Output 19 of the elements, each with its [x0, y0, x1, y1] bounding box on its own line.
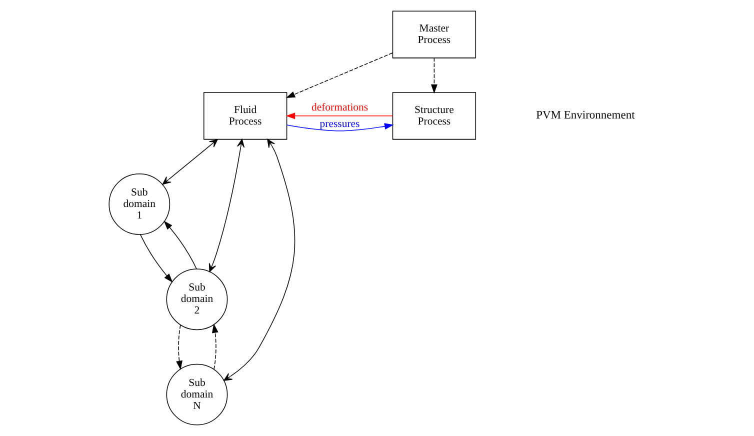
arrow	[286, 52, 393, 98]
node-circle: Sub domain N	[166, 364, 228, 426]
node-box: Structure Process	[392, 92, 476, 140]
arrow	[224, 138, 296, 381]
label: PVM Environnement	[536, 110, 635, 122]
node-box: Master Process	[392, 10, 476, 58]
arrow	[286, 123, 394, 132]
arrow	[164, 220, 197, 270]
arrow	[176, 324, 182, 370]
arrow	[208, 138, 245, 272]
arrow	[212, 324, 218, 370]
arrow	[162, 139, 218, 185]
arrow	[286, 112, 393, 120]
edge-label: deformations	[311, 102, 368, 114]
arrow	[140, 234, 173, 283]
node-box: Fluid Process	[204, 92, 288, 140]
arrow	[430, 58, 438, 94]
edge-label: pressures	[320, 118, 360, 130]
node-circle: Sub domain 2	[166, 268, 228, 330]
